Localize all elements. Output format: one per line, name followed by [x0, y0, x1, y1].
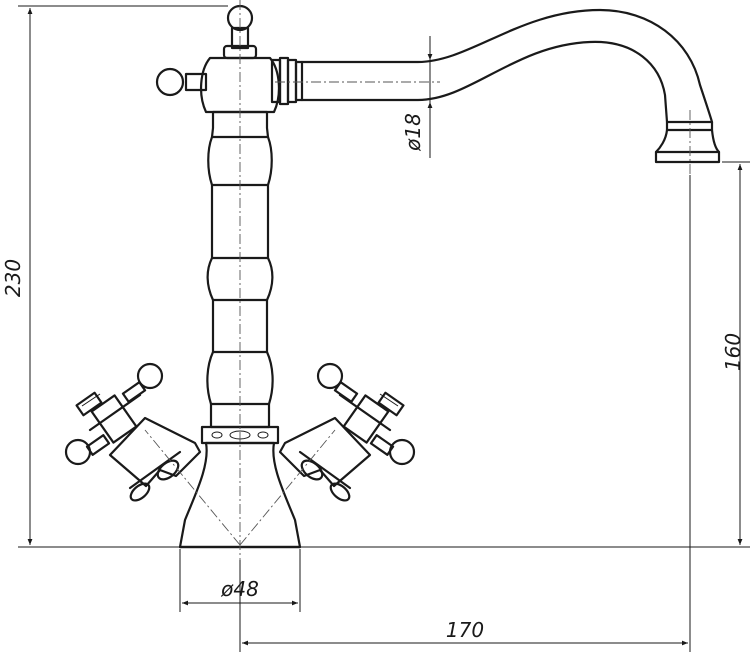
dimension-overall-height: 230	[1, 5, 228, 548]
dimension-spout-reach: 170	[239, 175, 691, 652]
spout-height-label: 160	[721, 333, 745, 371]
right-handle	[278, 362, 416, 502]
center-lines	[144, 0, 691, 560]
dimension-spout-height: 160	[300, 161, 750, 548]
spout-diameter-label: ø18	[401, 113, 425, 152]
left-handle-ball-bottom	[64, 438, 92, 466]
faucet-spout	[300, 8, 714, 124]
dimension-spout-diameter: ø18	[401, 36, 433, 158]
right-handle-ball-top	[316, 362, 344, 390]
left-handle-grip	[75, 391, 103, 417]
right-handle-grip	[377, 391, 405, 417]
spout-reach-label: 170	[446, 618, 484, 642]
left-handle-ball-top	[136, 362, 164, 390]
right-handle-ball-bottom	[388, 438, 416, 466]
faucet-head	[200, 56, 280, 114]
overall-height-label: 230	[1, 259, 25, 297]
left-handle	[64, 362, 202, 502]
spout-aerator	[654, 128, 721, 164]
faucet-body	[155, 4, 721, 549]
side-knob	[155, 67, 185, 97]
